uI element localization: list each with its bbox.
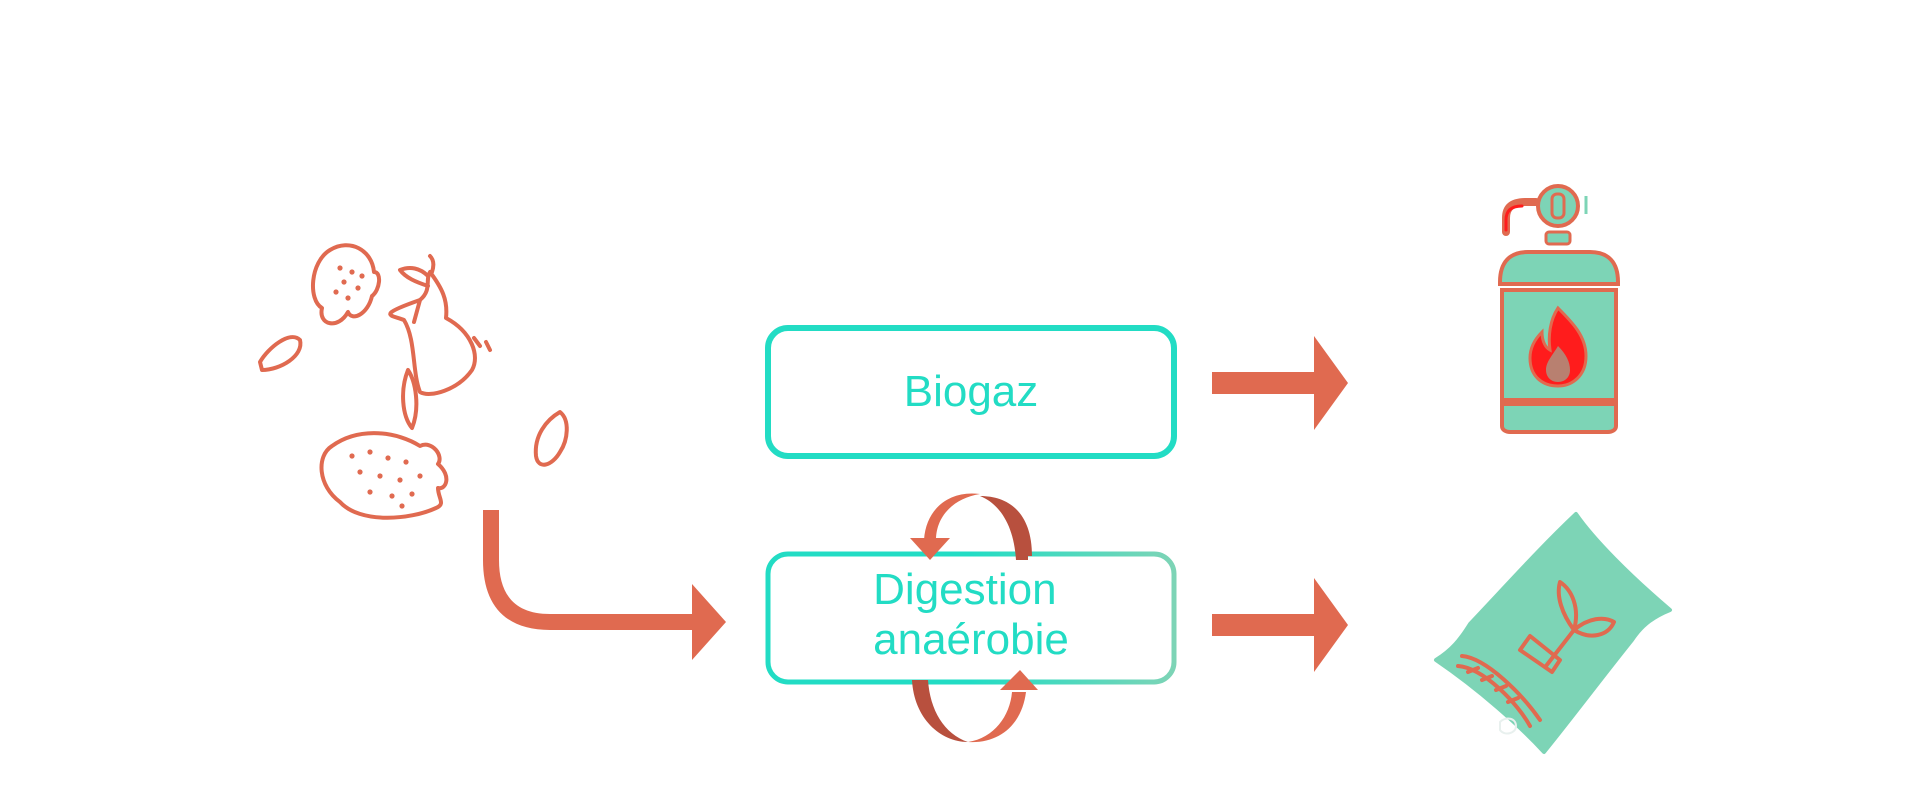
biogas-output-arrow: [1212, 336, 1348, 430]
biogas-label: Biogaz: [904, 367, 1039, 416]
gas-cylinder-icon: [1498, 184, 1620, 434]
digestion-label-line1: Digestion: [873, 565, 1056, 614]
cycle-arrows-icon: [910, 493, 1038, 743]
digestion-label: Digestion anaérobie: [873, 565, 1069, 664]
input-arrow: [483, 510, 726, 660]
digestate-output-arrow: [1212, 578, 1348, 672]
sprout-icon: [1518, 580, 1616, 674]
biogas-box: Biogaz: [765, 325, 1177, 459]
food-waste-icon: [258, 243, 569, 520]
fertilizer-bag-icon: [1434, 512, 1672, 754]
digestion-label-line2: anaérobie: [873, 615, 1069, 664]
digestion-box: Digestion anaérobie: [765, 551, 1177, 685]
